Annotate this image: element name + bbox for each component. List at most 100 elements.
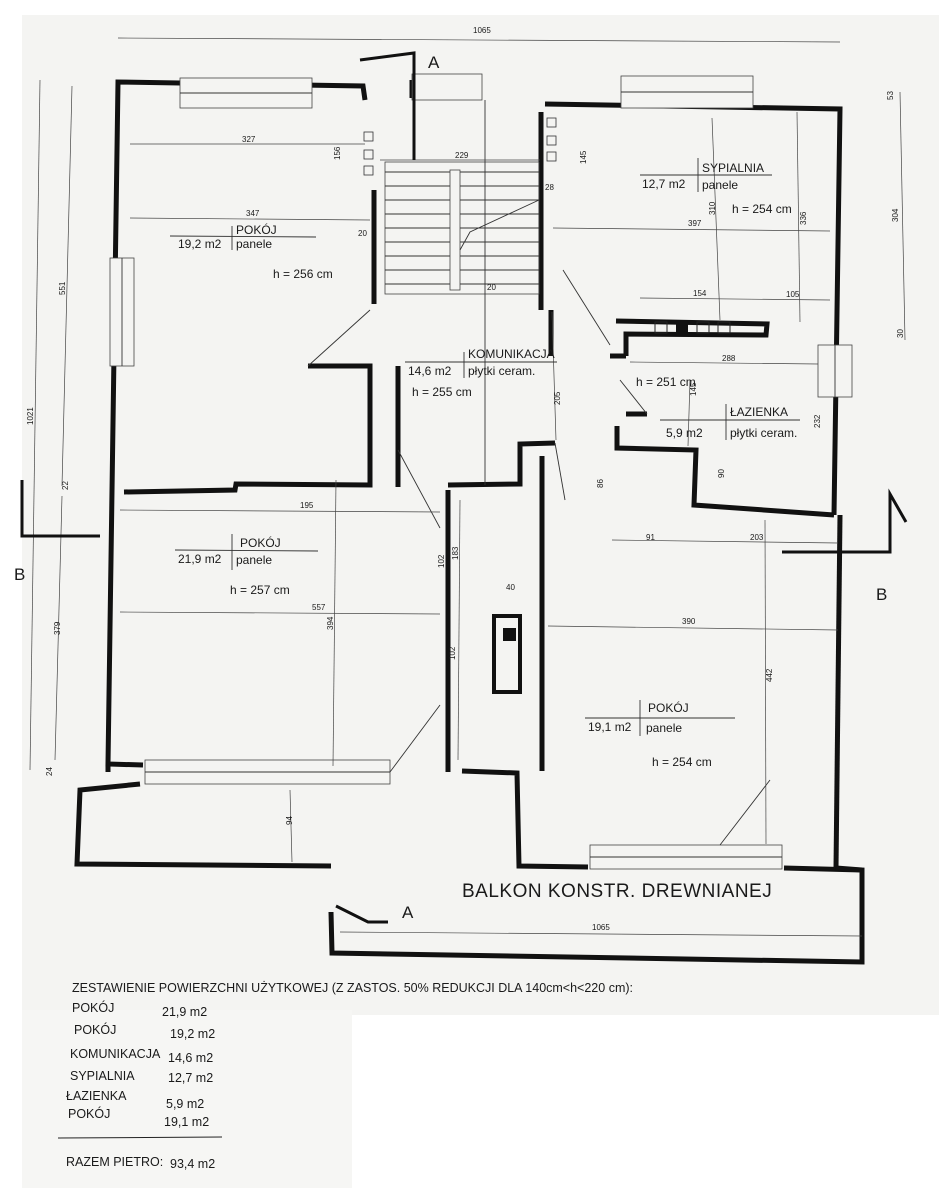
summary-title: ZESTAWIENIE POWIERZCHNI UŻYTKOWEJ (Z ZAS…: [72, 981, 633, 995]
dim-se-h: 442: [765, 668, 774, 682]
dimension-labels: 1065 1065 1021 551 379 22 24 327 347 156…: [26, 26, 905, 932]
dim-syp-top: 145: [579, 150, 588, 164]
room-name: POKÓJ: [648, 700, 689, 715]
summary-row-name: POKÓJ: [74, 1022, 116, 1037]
dim-nw-inner: 347: [246, 209, 260, 218]
vent-block: [654, 321, 731, 334]
room-height: h = 251 cm: [636, 375, 696, 389]
section-label: A: [402, 903, 414, 922]
paper-background: [22, 15, 939, 1015]
dim-left-upper: 551: [58, 281, 67, 295]
room-label-sypialnia: SYPIALNIA 12,7 m2 panele h = 254 cm: [640, 158, 792, 216]
dim-hall-c: 40: [506, 583, 515, 592]
dim-corr-v: 205: [553, 391, 562, 405]
balcony-label: BALKON KONSTR. DREWNIANEJ: [462, 881, 772, 902]
dim-syp-width: 397: [688, 219, 702, 228]
summary-row-name: ŁAZIENKA: [66, 1089, 127, 1103]
dim-hall-d: 102: [448, 646, 457, 660]
summary-total-value: 93,4 m2: [170, 1157, 215, 1171]
summary-row-value: 21,9 m2: [162, 1005, 207, 1019]
dim-se-w: 390: [682, 617, 696, 626]
area-summary: ZESTAWIENIE POWIERZCHNI UŻYTKOWEJ (Z ZAS…: [57, 981, 633, 1171]
room-area: 5,9 m2: [666, 426, 703, 440]
room-height: h = 257 cm: [230, 583, 290, 597]
dim-se-b: 203: [750, 533, 764, 542]
section-marker-b-right: B: [782, 488, 908, 604]
dim-right-top: 53: [886, 91, 895, 100]
windows: [109, 73, 853, 870]
room-finish: panele: [236, 553, 272, 567]
dim-sw-width: 195: [300, 501, 314, 510]
room-area: 19,1 m2: [588, 720, 632, 734]
door-swings: [307, 269, 771, 846]
room-label-pokoj-se: POKÓJ 19,1 m2 panele h = 254 cm: [585, 700, 735, 769]
section-label: B: [14, 565, 25, 584]
dim-top-total: 1065: [473, 26, 491, 35]
dim-stair-small: 20: [487, 283, 496, 292]
dim-se-a: 91: [646, 533, 655, 542]
room-finish: panele: [646, 721, 682, 735]
dim-sw-h: 394: [326, 616, 335, 630]
paper-background-summary: [22, 1010, 352, 1188]
room-name: ŁAZIENKA: [730, 405, 788, 419]
dim-right-mid: 304: [891, 208, 900, 222]
room-height: h = 256 cm: [273, 267, 333, 281]
dim-left-bottom: 24: [45, 767, 54, 776]
section-marker-a-bottom: A: [335, 903, 414, 924]
walls: [74, 79, 865, 965]
section-label: A: [428, 53, 440, 72]
summary-row-name: POKÓJ: [68, 1106, 110, 1121]
staircase: [363, 100, 557, 485]
dim-nw-width: 327: [242, 135, 256, 144]
room-height: h = 254 cm: [652, 755, 712, 769]
dim-bath-side: 232: [813, 414, 822, 428]
dim-bottom-total: 1065: [592, 923, 610, 932]
room-label-komunikacja: KOMUNIKACJA 14,6 m2 płytki ceram. h = 25…: [405, 347, 557, 399]
dim-bath-w: 288: [722, 354, 736, 363]
room-label-pokoj-nw: POKÓJ 19,2 m2 panele h = 256 cm: [169, 222, 333, 281]
dim-bath-b: 105: [786, 290, 800, 299]
room-area: 19,2 m2: [178, 237, 222, 251]
room-label-lazienka: ŁAZIENKA 5,9 m2 płytki ceram. h = 251 cm: [636, 375, 800, 440]
room-height: h = 255 cm: [412, 385, 472, 399]
summary-row-name: KOMUNIKACJA: [70, 1047, 161, 1061]
summary-row-name: SYPIALNIA: [70, 1069, 135, 1083]
dim-sw-long: 557: [312, 603, 326, 612]
dim-syp-h2: 336: [799, 211, 808, 225]
room-height: h = 254 cm: [732, 202, 792, 216]
section-label: B: [876, 585, 887, 604]
room-finish: panele: [236, 237, 272, 251]
room-finish: panele: [702, 178, 738, 192]
room-finish: płytki ceram.: [730, 426, 797, 440]
summary-row-value: 19,1 m2: [164, 1115, 209, 1129]
room-name: KOMUNIKACJA: [468, 347, 555, 361]
summary-row-value: 5,9 m2: [166, 1097, 204, 1111]
dim-right-low: 30: [896, 329, 905, 338]
dim-hall-b: 183: [451, 546, 460, 560]
section-marker-a-top: A: [359, 51, 440, 160]
room-label-pokoj-sw: POKÓJ 21,9 m2 panele h = 257 cm: [174, 534, 319, 597]
dim-syp-h1: 310: [708, 201, 717, 215]
summary-row-value: 14,6 m2: [168, 1051, 213, 1065]
dim-left-lower: 379: [53, 621, 62, 635]
dim-sw-low: 94: [285, 816, 294, 825]
dim-stair-width: 229: [455, 151, 469, 160]
section-marker-b-left: B: [14, 480, 100, 584]
summary-row-value: 19,2 m2: [170, 1027, 215, 1041]
entry-opening: [411, 73, 483, 101]
room-name: SYPIALNIA: [702, 161, 764, 175]
summary-total-label: RAZEM PIETRO:: [66, 1155, 163, 1169]
dim-corr-small: 86: [596, 479, 605, 488]
dim-bath-a: 154: [693, 289, 707, 298]
room-finish: płytki ceram.: [468, 364, 535, 378]
dim-hall-a: 102: [437, 554, 446, 568]
dim-nw-side2: 20: [358, 229, 367, 238]
room-area: 12,7 m2: [642, 177, 686, 191]
dim-bath-h: 145: [689, 382, 698, 396]
dim-left-total: 1021: [26, 407, 35, 425]
summary-row-value: 12,7 m2: [168, 1071, 213, 1085]
dimension-lines: [29, 37, 906, 937]
summary-row-name: POKÓJ: [72, 1000, 114, 1015]
